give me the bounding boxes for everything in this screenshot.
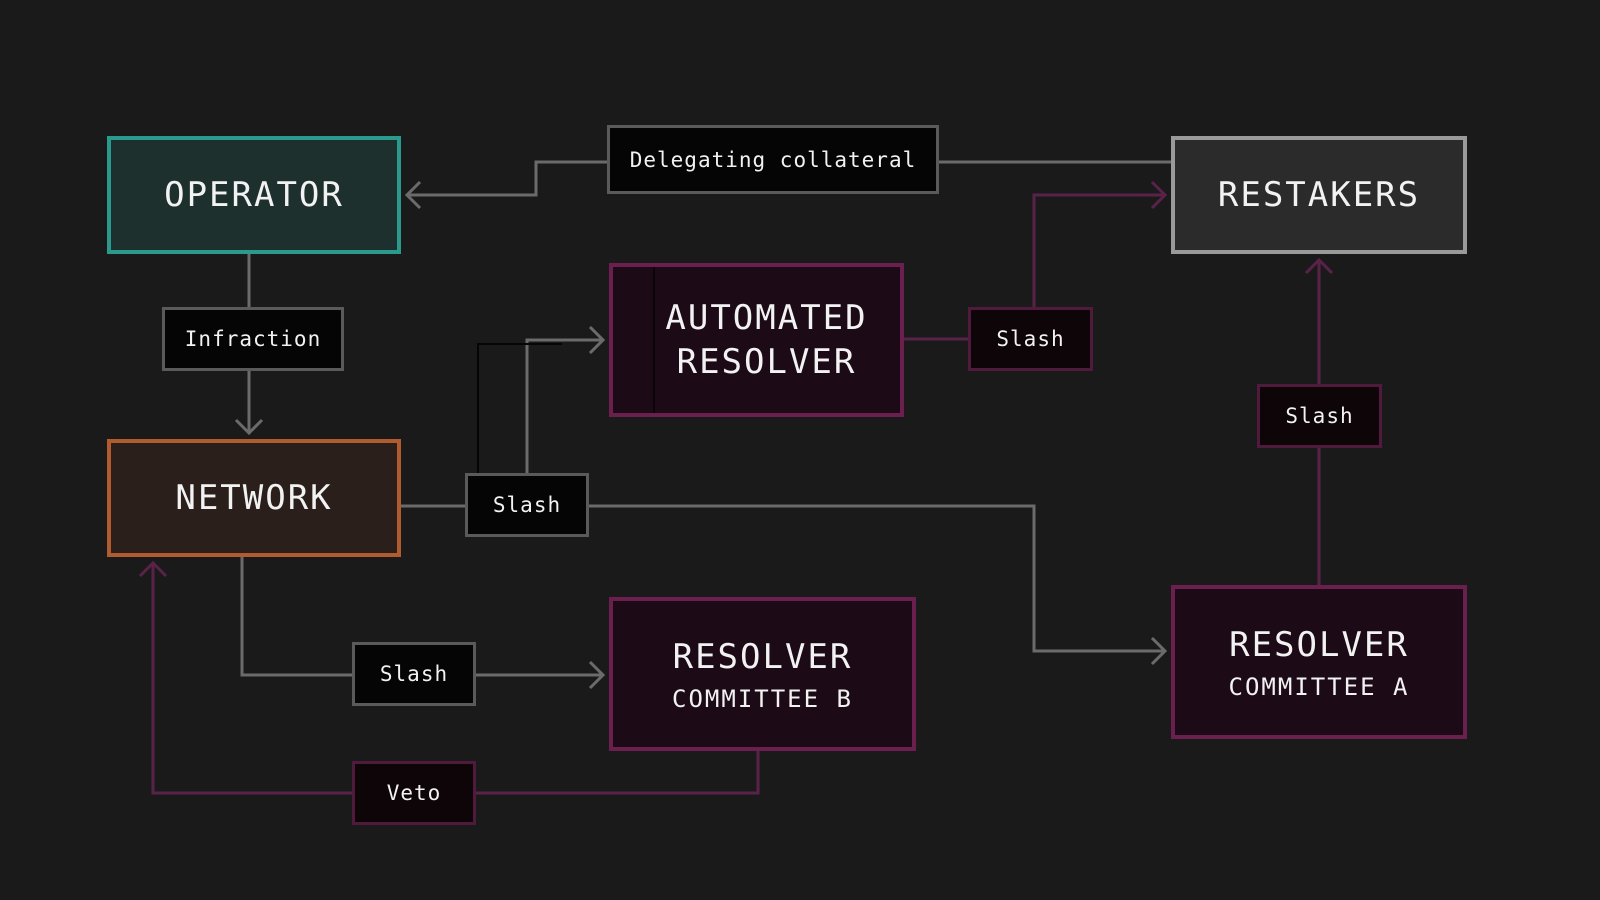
edge-label-slash-automated: Slash [968, 307, 1093, 371]
committee-a-subtitle: COMMITTEE A [1228, 673, 1410, 702]
edge-slash-to-restakers [1032, 193, 1165, 307]
edge-network-to-slash-b [240, 557, 352, 677]
automated-resolver-node: AUTOMATED RESOLVER [609, 263, 904, 417]
committee-a-title: RESOLVER [1229, 624, 1409, 665]
edge-slash-to-automated [525, 338, 603, 473]
edge-label-veto: Veto [352, 761, 476, 825]
edge-slash-to-committee-a [589, 504, 1165, 653]
edge-thin-black [477, 343, 562, 473]
edge-label-slash-committee-a: Slash [1257, 384, 1382, 448]
edge-label-delegating: Delegating collateral [607, 125, 939, 194]
arrowhead-operator [404, 180, 422, 210]
restakers-title: RESTAKERS [1217, 174, 1421, 215]
automated-resolver-line2: RESOLVER [676, 342, 857, 382]
restakers-node: RESTAKERS [1171, 136, 1467, 254]
edge-veto-to-network [151, 563, 352, 795]
edge-delegating-line-2 [407, 160, 607, 197]
arrowhead-committee-a [1150, 636, 1168, 666]
edge-committee-b-veto [476, 751, 760, 795]
edge-label-slash-network: Slash [465, 473, 589, 537]
edge-label-infraction: Infraction [162, 307, 344, 371]
edge-label-slash-committee-b: Slash [352, 642, 476, 706]
automated-resolver-divider [653, 267, 655, 413]
arrowhead-restakers-left [1150, 180, 1168, 210]
network-title: NETWORK [175, 477, 333, 518]
operator-title: OPERATOR [164, 174, 344, 215]
operator-node: OPERATOR [107, 136, 401, 254]
arrowhead-network-veto [138, 560, 168, 578]
arrowhead-network [234, 418, 264, 436]
committee-b-subtitle: COMMITTEE B [672, 685, 853, 714]
arrowhead-restakers-bottom [1304, 257, 1334, 275]
committee-b-title: RESOLVER [672, 636, 853, 677]
automated-resolver-line1: AUTOMATED [665, 297, 868, 338]
resolver-committee-b-node: RESOLVER COMMITTEE B [609, 597, 916, 751]
arrowhead-automated [588, 325, 606, 355]
resolver-committee-a-node: RESOLVER COMMITTEE A [1171, 585, 1467, 739]
network-node: NETWORK [107, 439, 401, 557]
arrowhead-committee-b [588, 660, 606, 690]
